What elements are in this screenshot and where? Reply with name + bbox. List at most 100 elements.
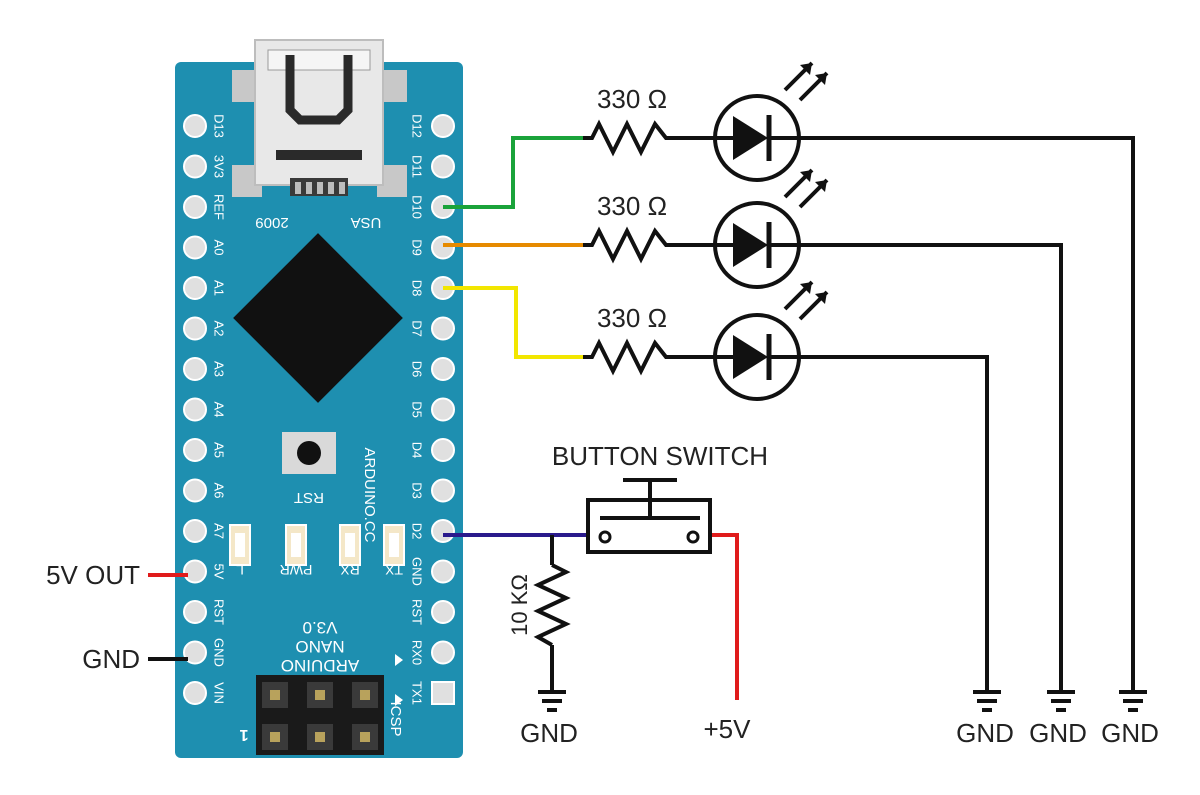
left-pin-pad — [183, 478, 207, 503]
left-pin-label: D13 — [212, 114, 227, 138]
led-arrow-head — [815, 73, 827, 85]
onboard-led-label: L — [236, 562, 244, 578]
right-pin-pad — [431, 154, 455, 179]
right-pin-pad — [431, 559, 455, 584]
icsp-pin-core — [270, 690, 280, 700]
right-pin-label: D10 — [410, 195, 425, 219]
resistor-label: 330 Ω — [597, 191, 667, 221]
left-pin-label: A4 — [212, 402, 227, 418]
right-pin-pad — [431, 600, 455, 624]
left-pin-label: A3 — [212, 361, 227, 377]
left-pin-pad — [183, 114, 207, 138]
label-plus5v: +5V — [704, 714, 752, 744]
right-pin-label: TX1 — [410, 681, 425, 705]
left-pin-pad — [183, 640, 207, 665]
left-pin-pad — [183, 154, 207, 179]
left-pin-label: A5 — [212, 442, 227, 458]
left-pin-label: A6 — [212, 483, 227, 499]
wires — [148, 136, 1135, 700]
onboard-led-lens — [345, 533, 355, 557]
icsp-header — [256, 675, 384, 755]
led-triangle — [733, 223, 768, 267]
ground-symbols — [538, 690, 1147, 712]
left-pin-pad — [183, 235, 207, 260]
board-pcb — [175, 62, 463, 758]
right-pin-label: D4 — [410, 442, 425, 459]
led-triangle — [733, 116, 768, 160]
left-pin-pad — [183, 397, 207, 422]
resistor-330 — [583, 338, 715, 376]
board-version-text: V3.0 — [303, 618, 338, 637]
left-pin-label: A2 — [212, 321, 227, 337]
icsp-pin-core — [360, 690, 370, 700]
label-gnd-led3: GND — [956, 718, 1014, 748]
right-pin-label: D11 — [410, 155, 425, 178]
right-pin-label: D12 — [410, 114, 425, 138]
resistor-330 — [583, 119, 715, 157]
led-arrow-head — [815, 292, 827, 304]
right-pin-pad — [431, 114, 455, 138]
right-pin-pad — [431, 519, 455, 543]
right-pin-pad — [431, 478, 455, 503]
right-pin-pad — [431, 235, 455, 260]
right-pin-label: D3 — [410, 482, 425, 499]
label-gnd-left: GND — [82, 644, 140, 674]
wire-plus5v-red — [708, 533, 739, 700]
right-pin-pad — [431, 681, 455, 705]
label-gnd-pulldown: GND — [520, 718, 578, 748]
right-pin-label: D8 — [410, 280, 425, 297]
board-name-line2: NANO — [295, 637, 344, 656]
rx-triangle-marker — [395, 654, 403, 666]
pulldown-resistor-label: 10 KΩ — [507, 574, 532, 636]
left-pin-label: RST — [212, 599, 227, 625]
onboard-led-label: PWR — [280, 562, 313, 578]
left-pin-label: 5V — [212, 564, 227, 580]
right-pin-label: D9 — [410, 239, 425, 256]
led-arrow-head — [800, 282, 812, 294]
icsp-pin-core — [360, 732, 370, 742]
icsp-pin-core — [270, 732, 280, 742]
reset-button-label: RST — [294, 489, 324, 506]
wire-led3-ground — [800, 355, 989, 690]
wire-d10-green — [443, 136, 583, 209]
onboard-led-label: RX — [340, 562, 360, 578]
right-pin-pad — [431, 316, 455, 341]
leds — [713, 61, 829, 401]
usb-connector — [232, 39, 407, 197]
left-pin-pad — [183, 600, 207, 624]
left-pin-label: A1 — [212, 280, 227, 296]
left-pin-pad — [183, 559, 207, 584]
label-gnd-led2: GND — [1029, 718, 1087, 748]
onboard-led-lens — [389, 533, 399, 557]
led-arrow-head — [800, 170, 812, 182]
left-pin-pad — [183, 357, 207, 381]
right-pin-label: D5 — [410, 401, 425, 418]
left-pin-pad — [183, 316, 207, 341]
right-pin-pad — [431, 357, 455, 381]
right-pin-label: D2 — [410, 523, 425, 540]
left-pin-label: 3V3 — [212, 155, 227, 178]
right-pin-label: D6 — [410, 361, 425, 378]
right-pin-label: D7 — [410, 320, 425, 337]
led-arrow-head — [800, 63, 812, 75]
right-pin-label: RX0 — [410, 640, 425, 665]
right-pin-pad — [431, 640, 455, 665]
resistor-label: 330 Ω — [597, 84, 667, 114]
right-pin-label: RST — [410, 599, 425, 625]
left-pin-label: REF — [212, 194, 227, 220]
board-name-line1: ARDUINO — [281, 656, 359, 675]
board-year-text: 2009 — [255, 214, 288, 231]
icsp-pin-core — [315, 732, 325, 742]
left-pin-pad — [183, 195, 207, 219]
left-pin-label: A7 — [212, 523, 227, 539]
label-gnd-led1: GND — [1101, 718, 1159, 748]
right-pin-pad — [431, 397, 455, 422]
led-arrow-head — [815, 180, 827, 192]
resistor-330 — [583, 226, 715, 264]
led-triangle — [733, 335, 768, 379]
button-switch — [586, 478, 712, 554]
left-pin-pad — [183, 276, 207, 300]
